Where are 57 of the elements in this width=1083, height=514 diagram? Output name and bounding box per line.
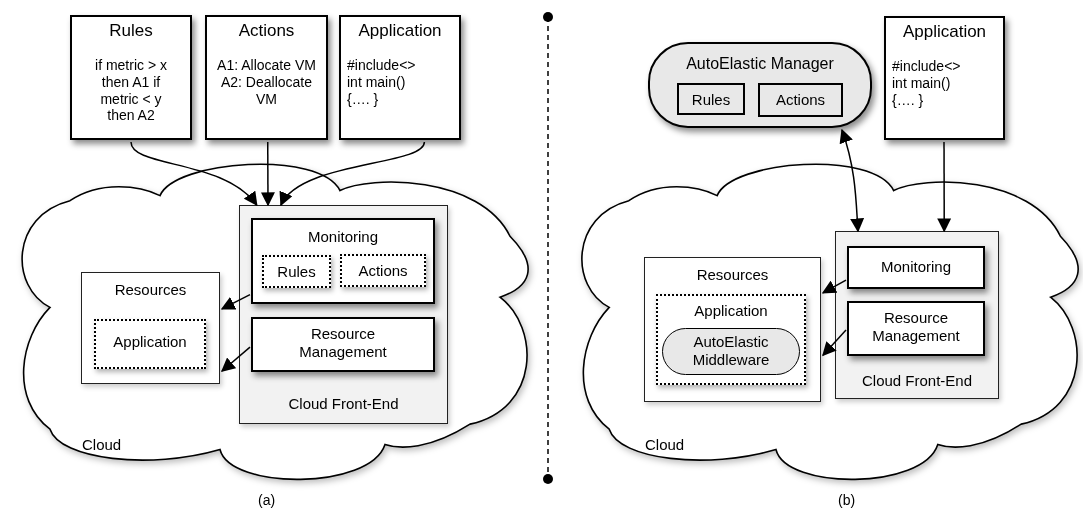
double-arrow (839, 128, 865, 233)
box-title: Application (358, 21, 442, 42)
box-title: Monitoring (880, 258, 951, 276)
note-box (339, 15, 461, 140)
box-title: Cloud Front-End (288, 395, 399, 413)
box-title: Application (902, 22, 987, 43)
dashed-box (656, 294, 806, 385)
container-box (81, 272, 220, 384)
arrow (260, 141, 275, 207)
arrow (937, 141, 952, 233)
box-title: Resources (114, 281, 187, 299)
pill-shape (662, 328, 800, 375)
process-box (251, 218, 435, 304)
process-box (251, 317, 435, 372)
process-box (847, 246, 985, 289)
panel-label: (b) (838, 492, 856, 508)
container-box (644, 257, 821, 402)
box-title: Actions (238, 21, 295, 42)
process-box (847, 301, 985, 356)
box-title: Cloud Front-End (861, 372, 973, 390)
box-title: Resource Management (298, 325, 388, 361)
box-title: Resource Management (871, 309, 961, 345)
box-title: Actions (775, 91, 826, 109)
code-text: #include<> int main() {…. } (892, 58, 962, 109)
arrow (220, 346, 251, 372)
note-box (884, 16, 1005, 140)
container-box (835, 231, 999, 399)
box-title: Resources (696, 266, 769, 284)
code-text: #include<> int main() {…. } (347, 57, 417, 108)
action-text: A1: Allocate VM A2: Deallocate VM (216, 57, 317, 108)
box-title: Rules (691, 91, 731, 109)
arrow (130, 141, 258, 207)
box-title: Application (694, 302, 768, 320)
process-box (677, 83, 745, 115)
box-title: AutoElastic Middleware (691, 333, 771, 369)
dashed-box (340, 254, 426, 287)
dashed-box (94, 319, 206, 369)
arrow (821, 279, 847, 294)
arrow (822, 329, 847, 357)
note-box (205, 15, 328, 140)
box-title: Monitoring (307, 228, 378, 246)
box-title: Rules (277, 263, 316, 281)
note-box (70, 15, 192, 140)
box-title: Rules (109, 21, 153, 42)
box-title: Actions (358, 262, 408, 280)
box-title: AutoElastic Manager (686, 54, 834, 74)
process-box (758, 83, 843, 117)
box-title: Application (113, 333, 187, 351)
dashed-box (262, 255, 331, 288)
arrow (220, 293, 251, 310)
container-box (239, 205, 448, 424)
rounded-box (648, 42, 872, 128)
arrow (280, 141, 426, 207)
rule-text: if metric > x then A1 if metric < y then A2 (94, 57, 168, 125)
panel-label: (a) (258, 492, 276, 508)
cloud-label: Cloud (645, 436, 685, 454)
cloud-label: Cloud (82, 436, 122, 454)
